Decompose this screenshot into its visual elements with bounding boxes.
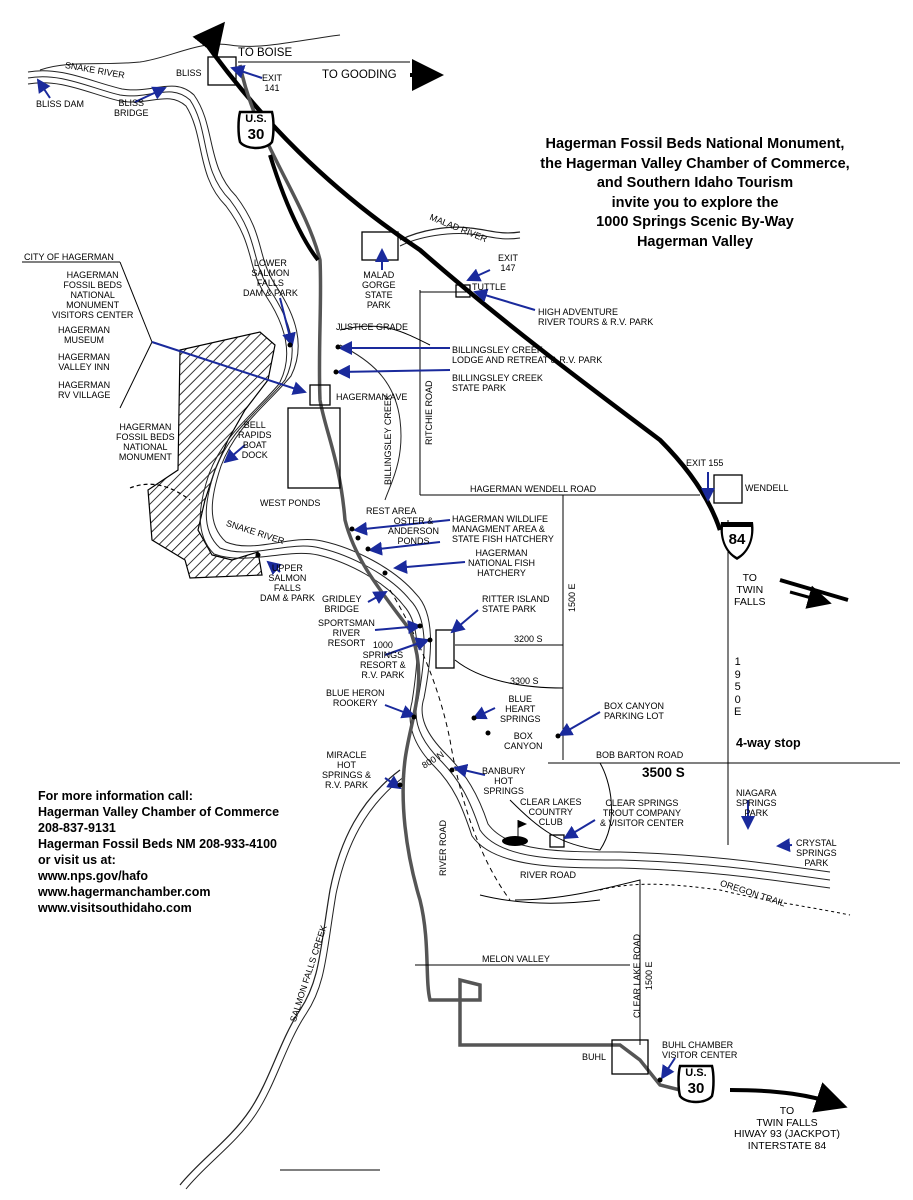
- label-blue-heron: BLUE HERON ROOKERY: [326, 688, 385, 708]
- info-line: For more information call:: [38, 789, 193, 803]
- billingsley-creek: [339, 344, 402, 501]
- label-malad-gorge: MALAD GORGE STATE PARK: [362, 270, 396, 310]
- us30-bottom-line2: 30: [687, 1080, 705, 1097]
- label-crystal: CRYSTAL SPRINGS PARK: [796, 838, 837, 868]
- fossil-beds-area: [147, 331, 276, 579]
- label-1500e-bottom: 1500 E: [644, 961, 654, 990]
- label-hagerman-wendell: HAGERMAN WENDELL ROAD: [470, 484, 597, 494]
- label-rest-area: REST AREA: [366, 506, 417, 516]
- label-exit-147: EXIT 147: [498, 253, 519, 273]
- i84-num: 84: [728, 531, 746, 548]
- title-line: the Hagerman Valley Chamber of Commerce,: [540, 155, 850, 172]
- label-1950e: 1 9 5 0 E: [734, 656, 742, 718]
- info-line: Hagerman Fossil Beds NM 208-933-4100: [38, 837, 277, 851]
- info-line: 208-837-9131: [38, 821, 116, 835]
- label-blue-heart: BLUE HEART SPRINGS: [500, 694, 541, 724]
- label-4-way-stop: 4-way stop: [736, 736, 801, 750]
- label-river-road-vert: RIVER ROAD: [438, 819, 448, 876]
- label-box-canyon: BOX CANYON: [504, 731, 543, 751]
- label-wildlife: HAGERMAN WILDLIFE MANAGMENT AREA & STATE…: [452, 514, 554, 544]
- label-justice-grade: JUSTICE GRADE: [336, 322, 409, 332]
- snake-river: [27, 34, 831, 889]
- label-to-twin-bottom: TO TWIN FALLS HIWAY 93 (JACKPOT) INTERST…: [734, 1105, 840, 1152]
- title-line: invite you to explore the: [611, 194, 779, 211]
- info-line: Hagerman Valley Chamber of Commerce: [38, 805, 280, 819]
- label-bell-rapids: BELL RAPIDS BOAT DOCK: [238, 420, 272, 460]
- label-billingsley-lodge: BILLINGSLEY CREEK LODGE AND RETREAT & R.…: [452, 345, 603, 365]
- us-30-shield-bottom: [677, 1064, 715, 1104]
- label-upper-salmon: UPPER SALMON FALLS DAM & PARK: [260, 563, 315, 603]
- label-west-ponds: WEST PONDS: [260, 498, 321, 508]
- label-buhl-chamber: BUHL CHAMBER VISITOR CENTER: [662, 1040, 738, 1060]
- label-billingsley-creek: BILLINGSLEY CREEK: [383, 394, 393, 485]
- info-line: or visit us at:: [38, 853, 116, 867]
- label-miracle: MIRACLE HOT SPRINGS & R.V. PARK: [322, 750, 372, 790]
- interstate-84: [198, 33, 723, 531]
- label-river-road-horiz: RIVER ROAD: [520, 870, 577, 880]
- label-national-fish: HAGERMAN NATIONAL FISH HATCHERY: [468, 548, 536, 578]
- label-clear-lakes: CLEAR LAKES COUNTRY CLUB: [520, 797, 582, 827]
- title-line: and Southern Idaho Tourism: [596, 175, 794, 191]
- label-bliss: BLISS: [176, 68, 202, 78]
- label-lower-salmon: LOWER SALMON FALLS DAM & PARK: [243, 258, 298, 298]
- label-billingsley-state: BILLINGSLEY CREEK STATE PARK: [452, 373, 543, 393]
- label-sportsman: SPORTSMAN RIVER RESORT: [318, 618, 375, 648]
- info-link[interactable]: www.hagermanchamber.com: [38, 885, 211, 899]
- label-rv-village: HAGERMAN RV VILLAGE: [58, 380, 111, 400]
- label-high-adventure: HIGH ADVENTURE RIVER TOURS & R.V. PARK: [538, 307, 654, 327]
- label-clear-lake-road: CLEAR LAKE ROAD: [632, 933, 642, 1018]
- info-block: For more information call: Hagerman Vall…: [38, 788, 279, 916]
- salmon-falls-creek: [179, 769, 401, 1186]
- label-visitor-center: HAGERMAN FOSSIL BEDS NATIONAL MONUMENT V…: [52, 270, 134, 320]
- label-exit-155: EXIT 155: [686, 458, 724, 468]
- label-to-twin-falls: TO TWIN FALLS: [734, 572, 766, 608]
- us-30-shield-top: [237, 110, 275, 150]
- title-block: Hagerman Fossil Beds National Monument, …: [480, 135, 910, 252]
- info-link[interactable]: www.nps.gov/hafo: [38, 869, 148, 883]
- info-link[interactable]: www.visitsouthidaho.com: [38, 901, 192, 915]
- label-3200s: 3200 S: [514, 634, 543, 644]
- label-melon-valley: MELON VALLEY: [482, 954, 550, 964]
- label-hfb-monument: HAGERMAN FOSSIL BEDS NATIONAL MONUMENT: [116, 422, 175, 462]
- us30-top-line1: U.S.: [245, 113, 267, 125]
- label-clear-springs: CLEAR SPRINGS TROUT COMPANY & VISITOR CE…: [600, 798, 684, 828]
- label-oster: OSTER & ANDERSON PONDS: [388, 516, 440, 546]
- oregon-trail: [599, 883, 851, 916]
- label-city-of-hagerman: CITY OF HAGERMAN: [24, 252, 114, 262]
- local-roads: [22, 61, 900, 1171]
- pointer-arrows: [36, 65, 793, 1080]
- label-ritter: RITTER ISLAND STATE PARK: [482, 594, 550, 614]
- label-hagerman-museum: HAGERMAN MUSEUM: [58, 325, 111, 345]
- label-box-canyon-lot: BOX CANYON PARKING LOT: [604, 701, 665, 721]
- label-bob-barton: BOB BARTON ROAD: [596, 750, 684, 760]
- label-buhl: BUHL: [582, 1052, 607, 1062]
- title-line: 1000 Springs Scenic By-Way: [596, 214, 794, 230]
- title-line: Hagerman Fossil Beds National Monument,: [545, 136, 845, 152]
- title-line: Hagerman Valley: [636, 233, 754, 250]
- label-banbury: BANBURY HOT SPRINGS: [482, 766, 526, 796]
- label-3300s: 3300 S: [510, 676, 539, 686]
- us30-top-line2: 30: [247, 126, 265, 143]
- label-to-gooding: TO GOODING: [322, 69, 397, 81]
- label-1500e-top: 1500 E: [567, 583, 577, 612]
- label-ritchie-road: RITCHIE ROAD: [424, 380, 434, 445]
- label-gridley: GRIDLEY BRIDGE: [322, 594, 362, 614]
- label-exit-141: EXIT 141: [262, 73, 283, 93]
- label-valley-inn: HAGERMAN VALLEY INN: [58, 352, 111, 372]
- label-hagerman-ave: HAGERMAN AVE: [336, 392, 408, 402]
- i-84-shield: [720, 522, 754, 560]
- label-3500s: 3500 S: [642, 765, 685, 780]
- label-to-boise: TO BOISE: [238, 47, 293, 59]
- label-bliss-dam: BLISS DAM: [36, 99, 85, 109]
- label-bliss-bridge: BLISS BRIDGE: [114, 98, 149, 118]
- malad-river: [399, 226, 521, 241]
- label-niagara: NIAGARA SPRINGS PARK: [736, 788, 777, 818]
- us30-bottom-line1: U.S.: [685, 1067, 707, 1079]
- golf-pond: [502, 836, 528, 846]
- label-tuttle: TUTTLE: [472, 282, 507, 292]
- label-wendell: WENDELL: [745, 483, 789, 493]
- label-springs-resort: 1000 SPRINGS RESORT & R.V. PARK: [360, 640, 406, 680]
